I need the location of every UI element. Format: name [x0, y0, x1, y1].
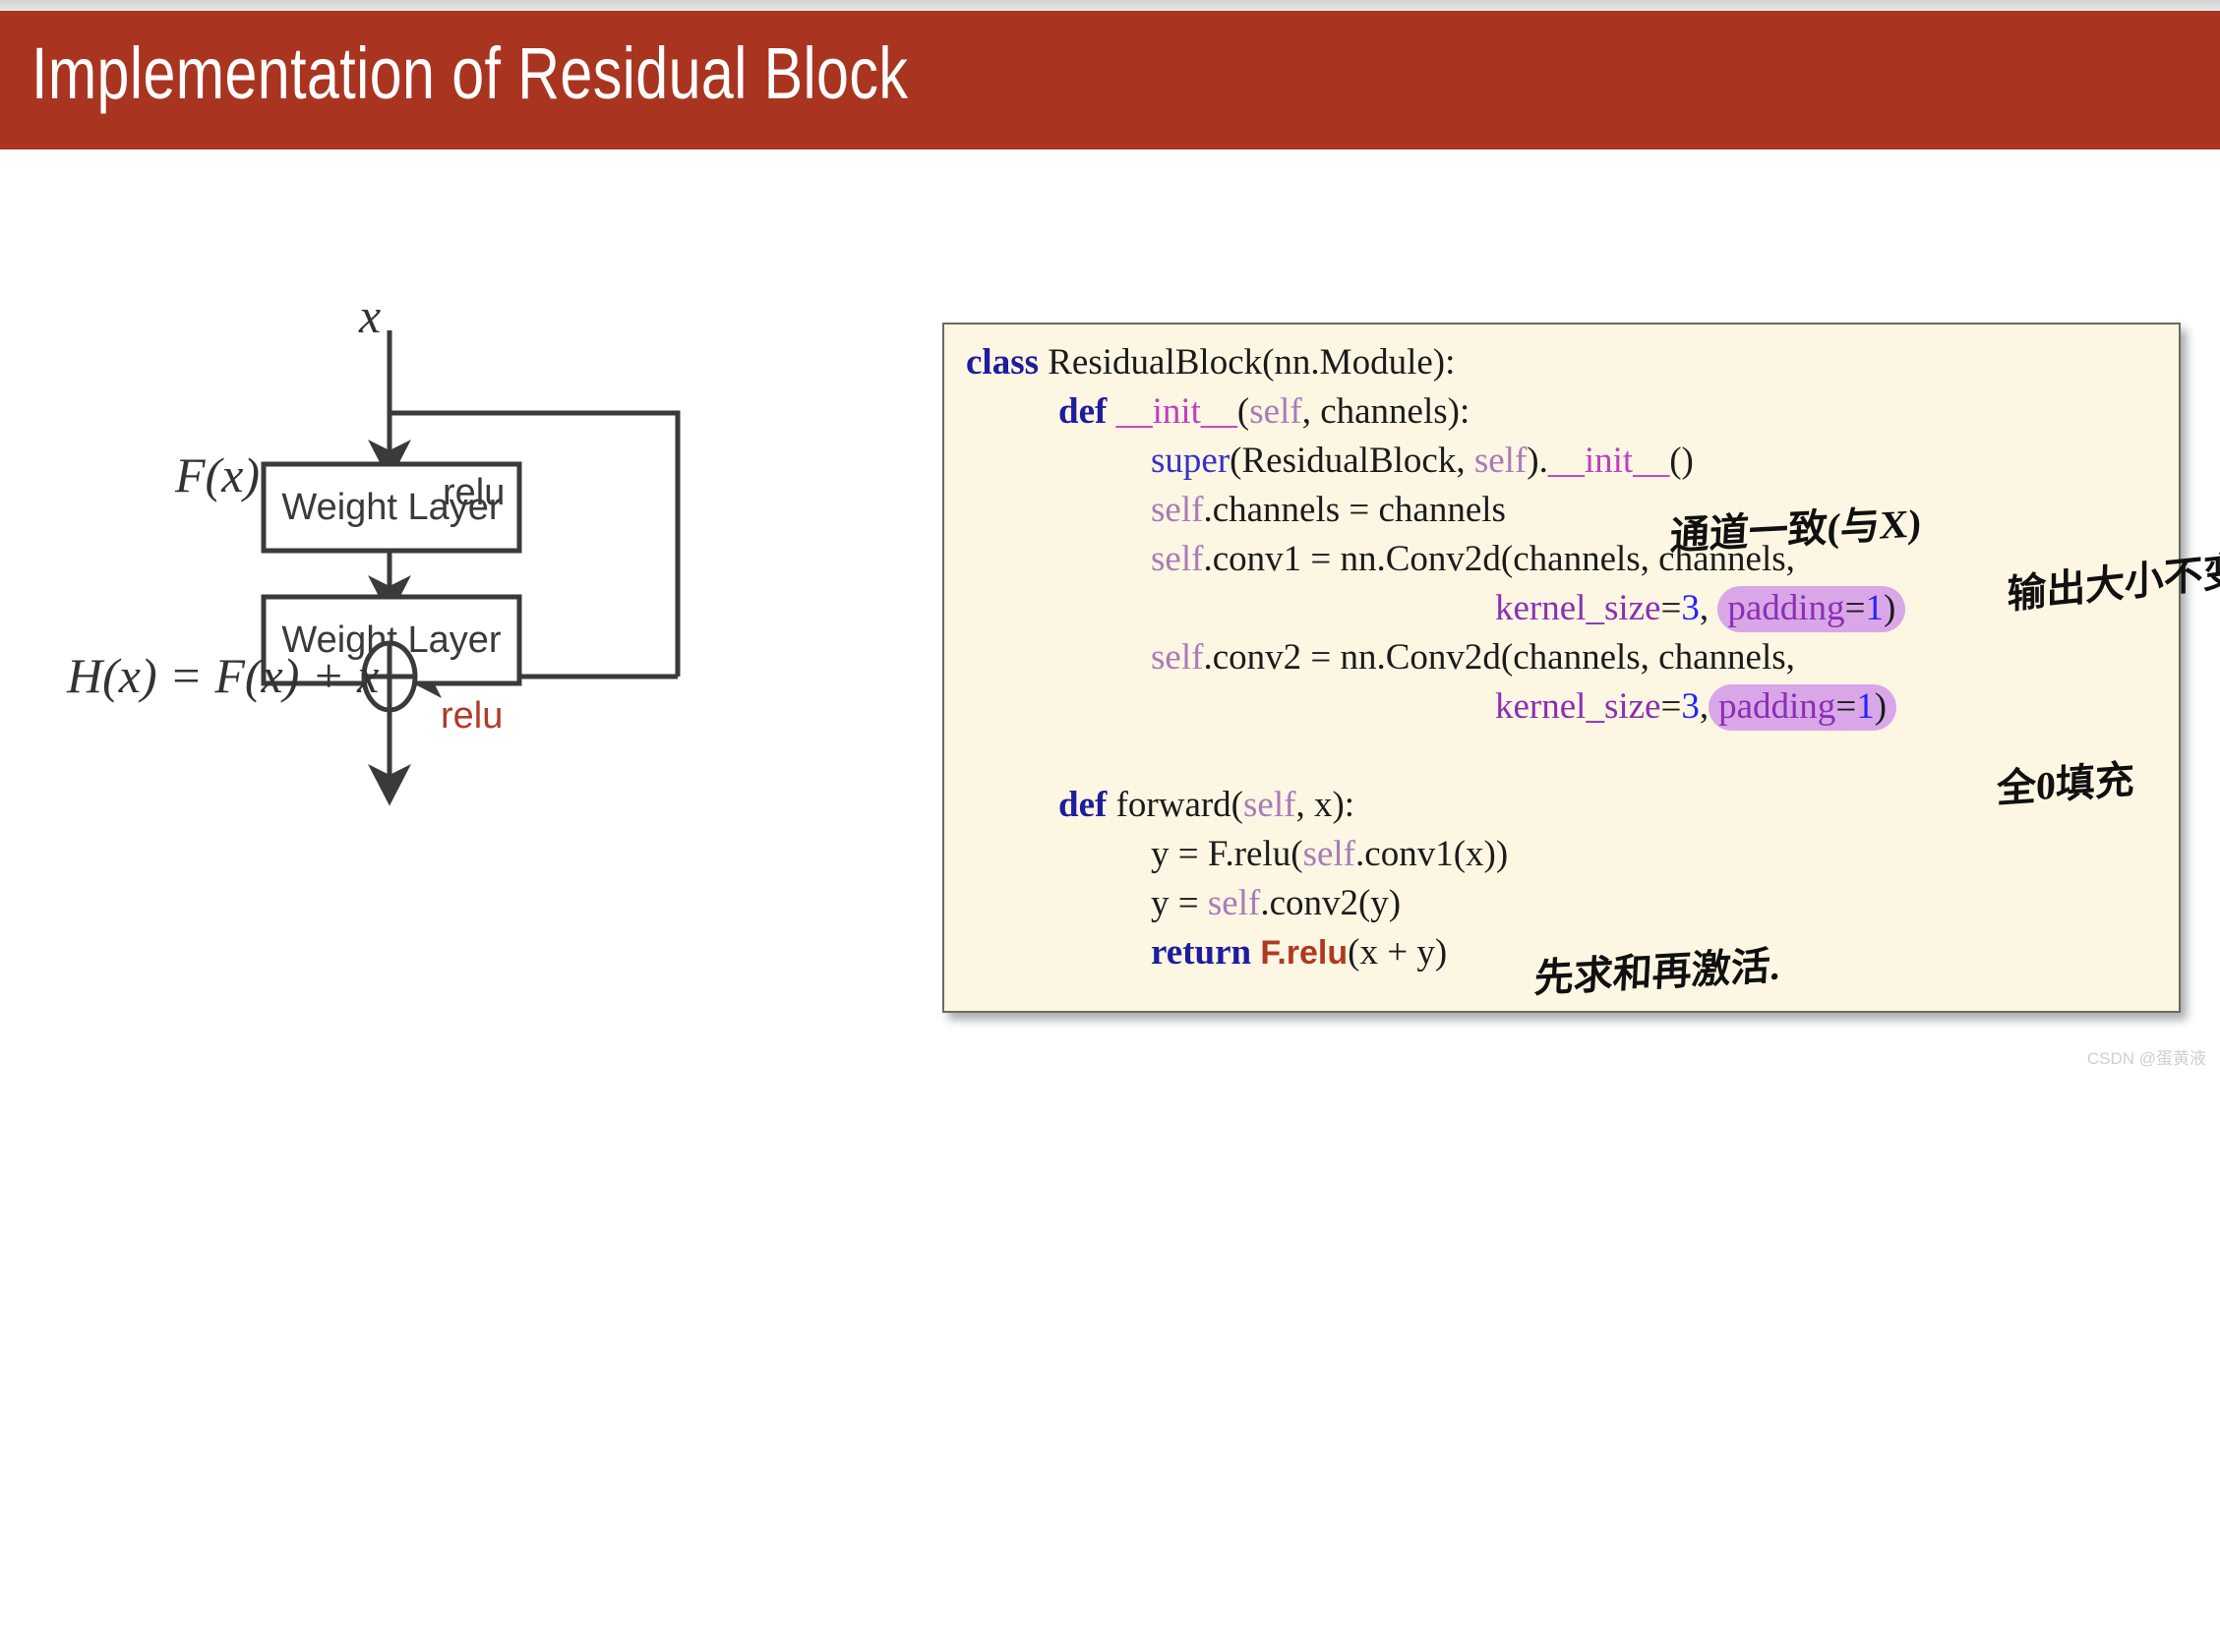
class-signature: ResidualBlock(nn.Module): — [1039, 342, 1456, 383]
code-line-12: y = self.conv2(y) — [1151, 883, 1402, 923]
code-line-5: self.conv1 = nn.Conv2d(channels, channel… — [1151, 539, 1795, 579]
super-call: super — [1151, 441, 1230, 481]
kwarg-kernel-size-1: kernel_size — [1495, 588, 1661, 628]
self-conv2: self — [1151, 637, 1204, 678]
window-top-strip — [0, 0, 2220, 11]
weight-layer-label-1: Weight Layer — [281, 487, 502, 528]
code-line-2: def __init__(self, channels): — [1058, 391, 1470, 432]
residual-block-diagram: Weight Layer relu Weight Layer F(x) x H(… — [59, 295, 925, 1042]
code-line-8: kernel_size=3,padding=1) — [1495, 682, 1897, 732]
value-padding-1: 1 — [1865, 588, 1884, 628]
kwarg-padding-2: padding — [1718, 686, 1836, 727]
f-relu-highlight: F.relu — [1260, 934, 1349, 972]
keyword-def-init: def — [1058, 391, 1108, 432]
value-kernel-size-1: 3 — [1681, 588, 1700, 628]
value-kernel-size-2: 3 — [1681, 686, 1700, 727]
diagram-svg: Weight Layer relu Weight Layer F(x) x H(… — [66, 295, 681, 806]
code-line-10: def forward(self, x): — [1058, 785, 1355, 825]
code-line-11: y = F.relu(self.conv1(x)) — [1151, 834, 1509, 874]
self-conv1-call: self — [1302, 834, 1356, 874]
relu-label-output: relu — [441, 695, 503, 737]
self-param-init: self — [1249, 391, 1302, 432]
page-title: Implementation of Residual Block — [31, 32, 909, 114]
code-line-1: class ResidualBlock(nn.Module): — [966, 338, 1455, 387]
residual-function-label: F(x) — [174, 447, 260, 502]
csdn-watermark: CSDN @蛋黄液 — [2086, 1049, 2206, 1068]
self-conv1: self — [1151, 539, 1204, 579]
input-label: x — [358, 295, 381, 343]
self-conv2-call: self — [1207, 883, 1261, 923]
code-text: class ResidualBlock(nn.Module): def __in… — [944, 324, 2179, 1011]
self-param-forward: self — [1243, 785, 1296, 825]
value-padding-2: 1 — [1856, 686, 1875, 727]
code-line-4: self.channels = channels — [1151, 490, 1506, 530]
skip-connection-path — [390, 410, 681, 677]
padding-highlight-1: padding=1) — [1717, 586, 1906, 632]
padding-highlight-2: padding=1) — [1709, 684, 1897, 731]
weight-layer-box-1 — [261, 461, 522, 554]
keyword-return: return — [1151, 932, 1252, 973]
dunder-init-name: __init__ — [1115, 391, 1237, 432]
code-line-3: super(ResidualBlock, self).__init__() — [1151, 441, 1694, 481]
dunder-init-call: __init__ — [1547, 441, 1670, 481]
kwarg-kernel-size-2: kernel_size — [1495, 686, 1661, 727]
output-function-label: H(x) = F(x) + x — [66, 648, 379, 703]
code-block-card: class ResidualBlock(nn.Module): def __in… — [942, 323, 2181, 1013]
keyword-def-forward: def — [1058, 785, 1108, 825]
code-line-7: self.conv2 = nn.Conv2d(channels, channel… — [1151, 637, 1795, 678]
keyword-class: class — [966, 342, 1039, 383]
code-line-6: kernel_size=3, padding=1) — [1495, 584, 1906, 633]
slide-title-banner: Implementation of Residual Block — [0, 11, 2220, 149]
relu-label-mid: relu — [443, 472, 505, 513]
self-arg-super: self — [1473, 441, 1528, 481]
handwritten-annotation-zero-padding: 全0填充 — [1996, 757, 2135, 811]
code-line-13: return F.relu(x + y) — [1151, 932, 1448, 973]
kwarg-padding-1: padding — [1727, 588, 1845, 628]
self-channels: self — [1151, 490, 1204, 530]
